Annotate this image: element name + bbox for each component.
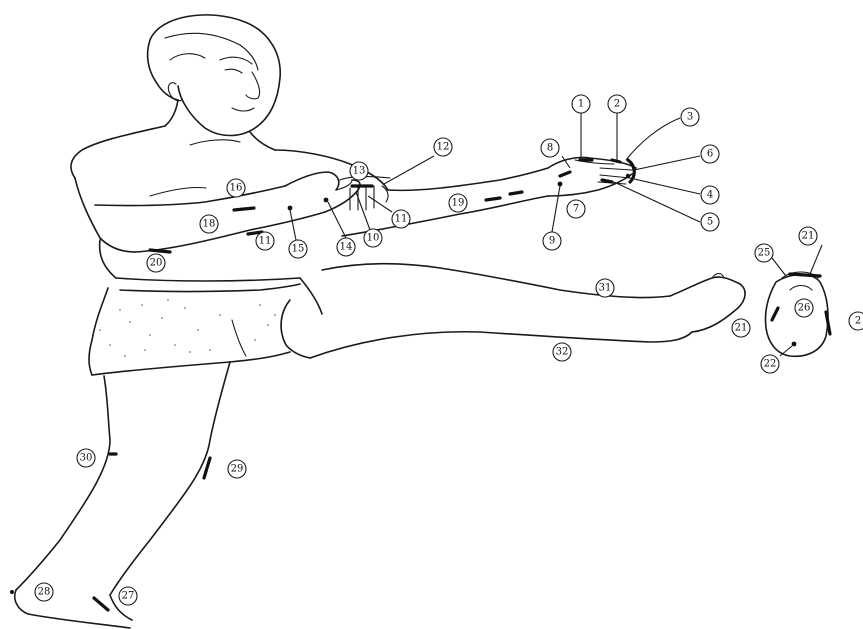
label-8: 8 bbox=[541, 139, 559, 157]
label-11-left: 11 bbox=[256, 232, 274, 250]
svg-text:2: 2 bbox=[855, 316, 861, 327]
svg-text:3: 3 bbox=[687, 112, 693, 123]
label-6: 6 bbox=[701, 145, 719, 163]
label-26: 26 bbox=[795, 299, 813, 317]
svg-text:11: 11 bbox=[259, 236, 272, 247]
svg-text:13: 13 bbox=[353, 166, 366, 177]
label-2: 2 bbox=[608, 95, 626, 113]
label-18: 18 bbox=[200, 215, 218, 233]
shorts-stipple bbox=[99, 299, 276, 357]
svg-text:21: 21 bbox=[735, 323, 748, 334]
left-arm-outline bbox=[75, 172, 360, 252]
svg-text:16: 16 bbox=[230, 183, 243, 194]
svg-text:25: 25 bbox=[758, 248, 771, 259]
svg-text:27: 27 bbox=[122, 591, 135, 602]
svg-text:10: 10 bbox=[367, 233, 380, 244]
svg-text:26: 26 bbox=[798, 303, 811, 314]
label-2-edge: 2 bbox=[849, 312, 863, 330]
svg-text:31: 31 bbox=[599, 283, 612, 294]
label-4: 4 bbox=[701, 186, 719, 204]
label-20: 20 bbox=[147, 254, 165, 272]
label-30: 30 bbox=[77, 449, 95, 467]
svg-text:6: 6 bbox=[707, 149, 713, 160]
label-1: 1 bbox=[572, 95, 590, 113]
label-13: 13 bbox=[350, 162, 368, 180]
right-arm-outline bbox=[342, 157, 636, 236]
label-10: 10 bbox=[364, 229, 382, 247]
svg-text:5: 5 bbox=[707, 217, 713, 228]
label-21-side: 21 bbox=[732, 319, 750, 337]
label-27: 27 bbox=[119, 587, 137, 605]
svg-text:21: 21 bbox=[802, 231, 815, 242]
label-31: 31 bbox=[596, 279, 614, 297]
svg-text:30: 30 bbox=[80, 453, 93, 464]
label-16: 16 bbox=[227, 179, 245, 197]
svg-text:11: 11 bbox=[395, 214, 408, 225]
grasping-hand bbox=[340, 177, 390, 210]
label-22: 22 bbox=[761, 355, 779, 373]
head-outline bbox=[148, 15, 281, 136]
shorts-outline bbox=[89, 278, 322, 375]
svg-text:14: 14 bbox=[340, 242, 353, 253]
label-28: 28 bbox=[35, 583, 53, 601]
label-5: 5 bbox=[701, 213, 719, 231]
svg-text:4: 4 bbox=[707, 190, 713, 201]
label-19: 19 bbox=[449, 194, 467, 212]
label-14: 14 bbox=[337, 238, 355, 256]
label-11-right: 11 bbox=[392, 210, 410, 228]
svg-text:8: 8 bbox=[547, 143, 553, 154]
svg-text:22: 22 bbox=[764, 359, 777, 370]
label-7: 7 bbox=[567, 200, 585, 218]
svg-text:7: 7 bbox=[573, 204, 579, 215]
svg-text:9: 9 bbox=[549, 236, 555, 247]
svg-text:32: 32 bbox=[556, 347, 569, 358]
label-25: 25 bbox=[755, 244, 773, 262]
svg-text:28: 28 bbox=[38, 587, 51, 598]
svg-text:2: 2 bbox=[614, 99, 620, 110]
svg-text:1: 1 bbox=[578, 99, 584, 110]
label-15: 15 bbox=[289, 240, 307, 258]
svg-text:29: 29 bbox=[231, 464, 244, 475]
svg-text:19: 19 bbox=[452, 198, 465, 209]
label-12: 12 bbox=[434, 138, 452, 156]
svg-text:12: 12 bbox=[437, 142, 450, 153]
raised-leg-outline bbox=[310, 264, 745, 358]
label-9: 9 bbox=[543, 232, 561, 250]
label-21-top: 21 bbox=[799, 227, 817, 245]
svg-text:18: 18 bbox=[203, 219, 216, 230]
svg-text:20: 20 bbox=[150, 258, 163, 269]
svg-text:15: 15 bbox=[292, 244, 305, 255]
label-32: 32 bbox=[553, 343, 571, 361]
label-3: 3 bbox=[681, 108, 699, 126]
label-29: 29 bbox=[228, 460, 246, 478]
